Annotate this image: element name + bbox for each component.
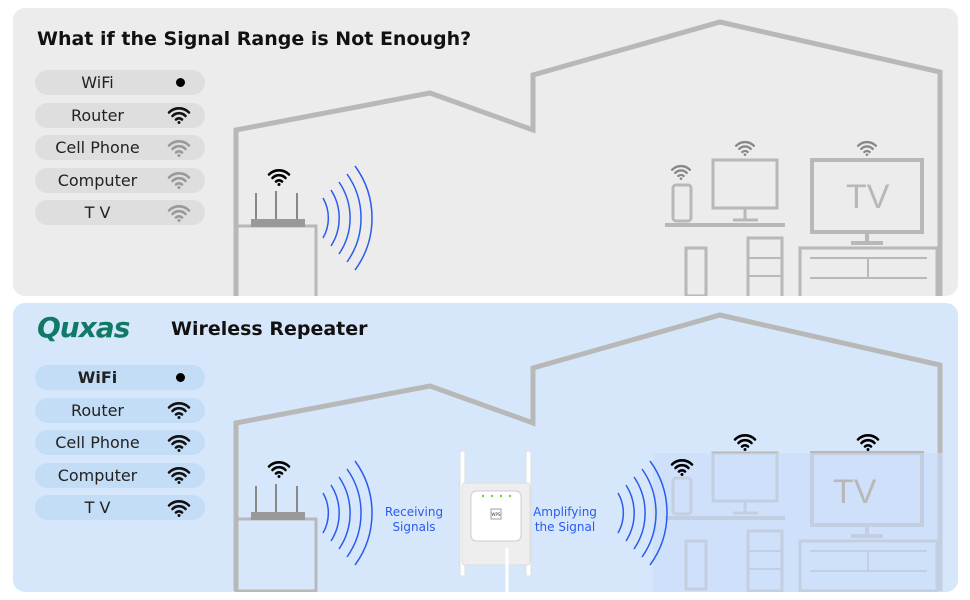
wifi-icon: [167, 466, 191, 484]
solution-panel: WPS TV Quxas Wireless Repeater WiFi Rout…: [13, 303, 958, 592]
problem-panel: TV What if the Signal Range is Not Enoug…: [13, 8, 958, 296]
tv-wifi-icon: [856, 433, 880, 451]
page-title: What if the Signal Range is Not Enough?: [37, 28, 472, 50]
house-scene: WPS TV: [13, 303, 943, 592]
page-subtitle: Wireless Repeater: [171, 318, 368, 340]
list-item: T V: [35, 495, 205, 520]
router-wifi-icon: [267, 168, 291, 186]
wps-button-label: WPS: [492, 512, 501, 517]
list-item: Cell Phone: [35, 430, 205, 455]
tv-label: TV: [833, 473, 877, 511]
item-label: Router: [70, 400, 125, 420]
router-wifi-icon: [267, 460, 291, 478]
wifi-weak-icon: [167, 204, 191, 222]
item-label: WiFi: [77, 368, 118, 387]
repeater-signal-waves: [617, 460, 668, 566]
repeater-device: WPS: [459, 450, 532, 592]
tv-wifi-icon: [856, 140, 878, 156]
list-item: T V: [35, 200, 205, 225]
router-signal-waves: [322, 460, 373, 566]
item-label: T V: [84, 498, 111, 517]
signal-list: WiFi Router Cell Phone Computer T V: [35, 70, 205, 233]
list-item: Computer: [35, 462, 205, 488]
item-label: Router: [70, 105, 125, 125]
list-item: Computer: [35, 167, 205, 193]
list-item: Cell Phone: [35, 135, 205, 160]
dot-icon: [176, 373, 185, 382]
item-label: T V: [84, 203, 111, 222]
router-signal-waves: [322, 165, 373, 271]
list-item: Router: [35, 397, 205, 423]
list-item: WiFi: [35, 365, 205, 390]
wifi-weak-icon: [167, 139, 191, 157]
dot-icon: [176, 78, 185, 87]
item-label: WiFi: [81, 73, 114, 92]
wifi-weak-icon: [167, 171, 191, 189]
wifi-icon: [167, 106, 191, 124]
tv-label: TV: [846, 178, 890, 216]
wifi-icon: [167, 434, 191, 452]
signal-list: WiFi Router Cell Phone Computer T V: [35, 365, 205, 528]
computer-wifi-icon: [733, 433, 757, 451]
phone-wifi-icon: [670, 164, 692, 180]
amplifying-signal-label: Amplifying the Signal: [533, 505, 597, 534]
wifi-icon: [167, 499, 191, 517]
item-label: Cell Phone: [55, 433, 140, 452]
wifi-icon: [167, 401, 191, 419]
item-label: Computer: [57, 465, 138, 485]
receiving-signals-label: Receiving Signals: [384, 505, 444, 534]
brand-logo: Quxas: [37, 311, 130, 344]
list-item: WiFi: [35, 70, 205, 95]
computer-wifi-icon: [734, 140, 756, 156]
item-label: Cell Phone: [55, 138, 140, 157]
house-scene: TV: [13, 8, 958, 296]
item-label: Computer: [57, 170, 138, 190]
list-item: Router: [35, 102, 205, 128]
